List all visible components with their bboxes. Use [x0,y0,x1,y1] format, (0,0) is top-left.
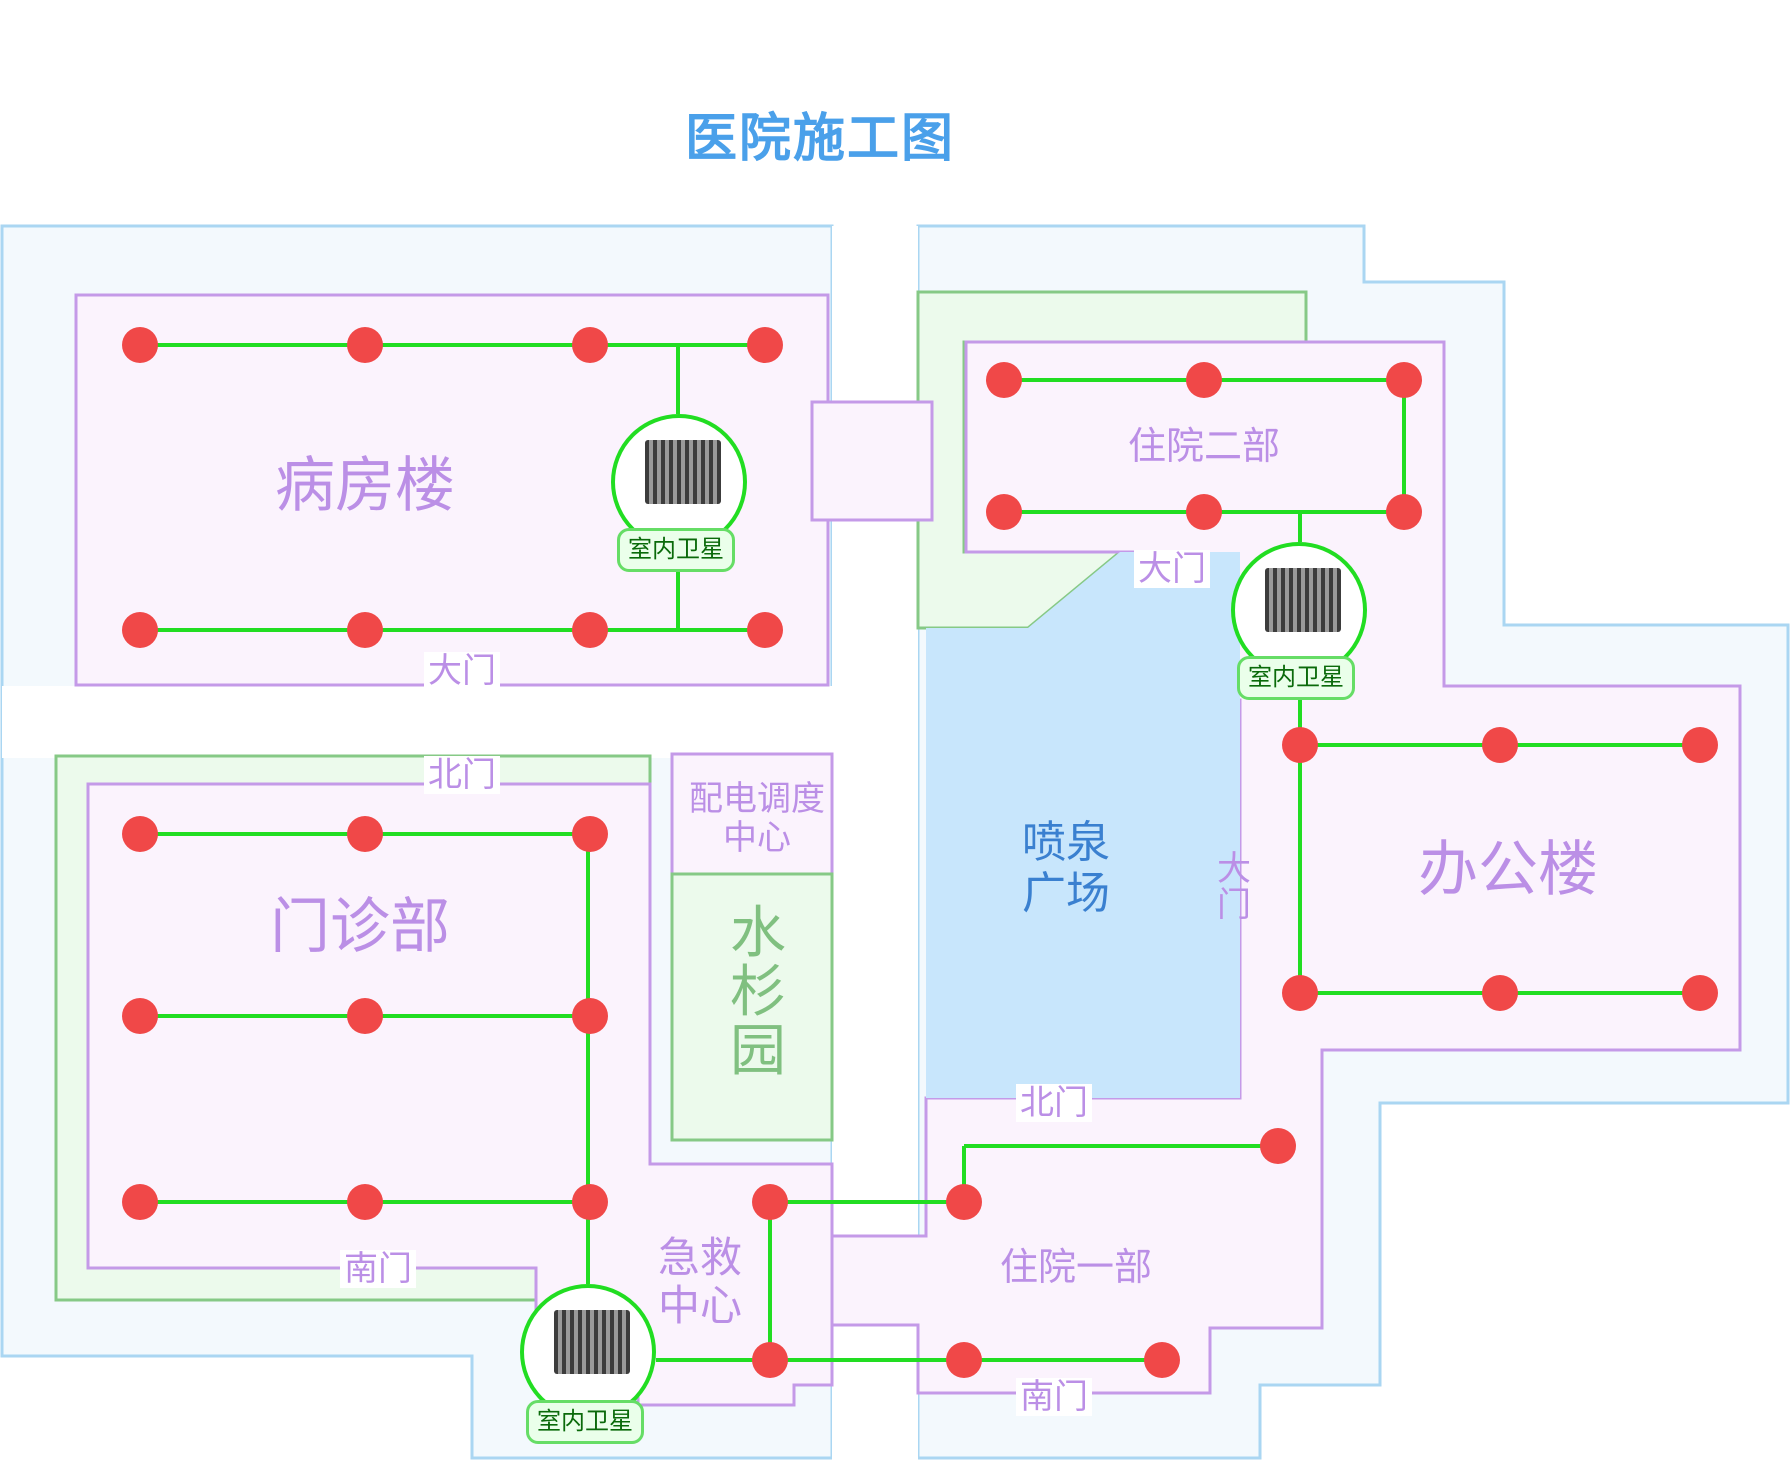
fountain-plaza-label: 喷泉 广场 [1022,817,1110,919]
power-center-line-2: 中心 [723,818,791,859]
access-point-node-1 [122,327,158,363]
access-point-node-24 [122,998,158,1034]
ward-building-label: 病房楼 [275,451,455,521]
metasequoia-garden [670,872,834,1142]
access-point-node-21 [122,816,158,852]
access-point-node-9 [986,362,1022,398]
access-point-node-7 [572,612,608,648]
power-center-line-1: 配电调度 [689,779,825,819]
access-point-node-35 [1144,1342,1180,1378]
access-point-node-16 [1482,727,1518,763]
access-point-node-3 [572,327,608,363]
access-point-node-5 [122,612,158,648]
office-main-gate: 大门 [1217,849,1251,925]
emergency-center-label: 急救 中心 [658,1233,743,1331]
emergency-line-1: 急救 [658,1233,743,1282]
access-point-node-27 [122,1184,158,1220]
power-center [670,752,834,876]
access-point-node-32 [1260,1128,1296,1164]
access-point-node-25 [347,998,383,1034]
garden-label: 水 杉 园 [718,901,798,1084]
indoor-satellite-2-tag: 室内卫星 [1237,656,1355,700]
access-point-node-19 [1482,975,1518,1011]
access-point-node-23 [572,816,608,852]
access-point-node-11 [1386,362,1422,398]
outpatient-south-gate: 南门 [340,1250,416,1288]
network-nodes [122,327,1718,1378]
access-point-node-10 [1186,362,1222,398]
access-point-node-20 [1682,975,1718,1011]
east-west-road [2,686,832,758]
access-point-node-22 [347,816,383,852]
garden-char-1: 水 [730,901,786,966]
emergency-line-2: 中心 [658,1281,743,1331]
inpatient-one-south-gate: 南门 [1016,1378,1092,1416]
satellite-receiver-icon [1265,568,1341,632]
indoor-satellite-3-tag: 室内卫星 [526,1400,644,1444]
inpatient-two-label: 住院二部 [1128,424,1281,468]
access-point-node-26 [572,998,608,1034]
access-point-node-18 [1282,975,1318,1011]
fountain-plaza [926,552,1240,1098]
access-point-node-6 [347,612,383,648]
access-point-node-31 [946,1184,982,1220]
access-point-node-30 [752,1184,788,1220]
access-point-node-8 [747,612,783,648]
access-point-node-29 [572,1184,608,1220]
garden-char-3: 园 [730,1018,786,1084]
inpatient-one-label: 住院一部 [1000,1245,1153,1289]
satellite-receiver-icon [554,1310,630,1374]
outpatient-north-gate: 北门 [424,756,500,794]
fountain-line-2: 广场 [1022,867,1110,919]
access-point-node-4 [747,327,783,363]
ward-corridor [810,400,934,522]
inpatient-one-north-gate: 北门 [1016,1084,1092,1122]
satellite-receiver-icon [645,440,721,504]
indoor-satellite-3 [520,1284,656,1420]
access-point-node-14 [1386,494,1422,530]
indoor-satellite-1-tag: 室内卫星 [617,528,735,572]
indoor-satellite-1 [611,414,747,550]
garden-char-2: 杉 [730,959,786,1025]
ward-main-gate: 大门 [424,652,500,690]
access-point-node-15 [1282,727,1318,763]
inpatient-two-main-gate: 大门 [1134,550,1210,588]
access-point-node-12 [986,494,1022,530]
indoor-satellite-2 [1231,542,1367,678]
access-point-node-2 [347,327,383,363]
outpatient-label: 门诊部 [270,892,450,962]
access-point-node-28 [347,1184,383,1220]
outpatient-building [86,782,834,1407]
page-title: 医院施工图 [684,109,955,169]
power-center-label: 配电调度 中心 [688,779,826,859]
access-point-node-33 [752,1342,788,1378]
fountain-line-1: 喷泉 [1022,817,1110,868]
access-point-node-34 [946,1342,982,1378]
office-building-label: 办公楼 [1418,835,1598,905]
access-point-node-13 [1186,494,1222,530]
access-point-node-17 [1682,727,1718,763]
